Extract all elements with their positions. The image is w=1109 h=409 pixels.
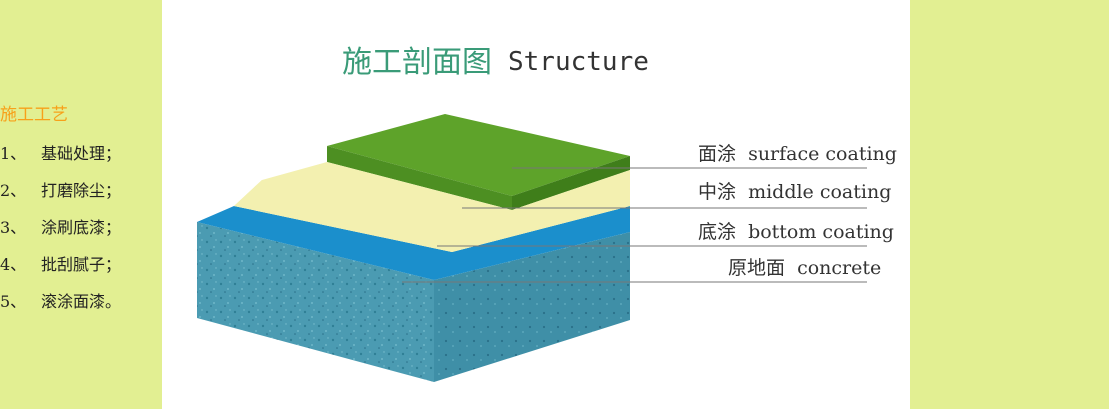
- layer-label-en: bottom coating: [748, 221, 894, 243]
- structure-diagram: 施工剖面图 Structure 面涂 surface coating 中涂 mi…: [197, 45, 897, 382]
- step-number: 2、: [0, 181, 27, 200]
- concrete-front: [197, 222, 434, 382]
- left-panel: 施工工艺 1、基础处理； 2、打磨除尘； 3、涂刷底漆； 4、批刮腻子； 5、滚…: [0, 0, 162, 409]
- surface-coating-top: [327, 114, 630, 196]
- step-item: 2、打磨除尘；: [0, 177, 121, 201]
- step-number: 1、: [0, 144, 27, 163]
- step-text: 打磨除尘；: [41, 181, 122, 200]
- right-panel: [910, 0, 1109, 409]
- surface-coating-front: [327, 146, 512, 210]
- layer-label-surface: 面涂 surface coating: [698, 143, 897, 165]
- concrete-side: [434, 232, 630, 382]
- layer-label-cn: 底涂: [698, 221, 736, 243]
- layer-label-bottom: 底涂 bottom coating: [698, 221, 894, 243]
- step-text: 批刮腻子；: [41, 255, 122, 274]
- step-number: 4、: [0, 255, 27, 274]
- step-text: 基础处理；: [41, 144, 122, 163]
- layer-label-en: concrete: [797, 257, 881, 279]
- bottom-coating-layer: [197, 206, 630, 280]
- step-text: 涂刷底漆；: [41, 218, 122, 237]
- layer-label-en: middle coating: [748, 181, 891, 203]
- layer-label-cn: 原地面: [728, 257, 785, 279]
- diagram-title-en: Structure: [508, 47, 649, 77]
- layer-label-cn: 面涂: [698, 143, 736, 165]
- step-item: 4、批刮腻子；: [0, 251, 121, 275]
- middle-coating-fill: [234, 162, 630, 252]
- layer-label-cn: 中涂: [698, 181, 736, 203]
- layer-label-concrete: 原地面 concrete: [728, 257, 881, 279]
- diagram-title-cn: 施工剖面图: [342, 45, 492, 80]
- step-item: 1、基础处理；: [0, 140, 121, 164]
- process-title: 施工工艺: [0, 105, 68, 125]
- surface-coating-side: [512, 156, 630, 210]
- step-item: 3、涂刷底漆；: [0, 214, 121, 238]
- step-item: 5、滚涂面漆。: [0, 288, 121, 312]
- step-number: 5、: [0, 292, 27, 311]
- structure-figure: 施工剖面图 Structure 面涂 surface coating 中涂 mi…: [162, 0, 910, 409]
- layer-label-middle: 中涂 middle coating: [698, 181, 891, 203]
- step-text: 滚涂面漆。: [41, 292, 122, 311]
- step-number: 3、: [0, 218, 27, 237]
- layer-label-en: surface coating: [748, 143, 897, 165]
